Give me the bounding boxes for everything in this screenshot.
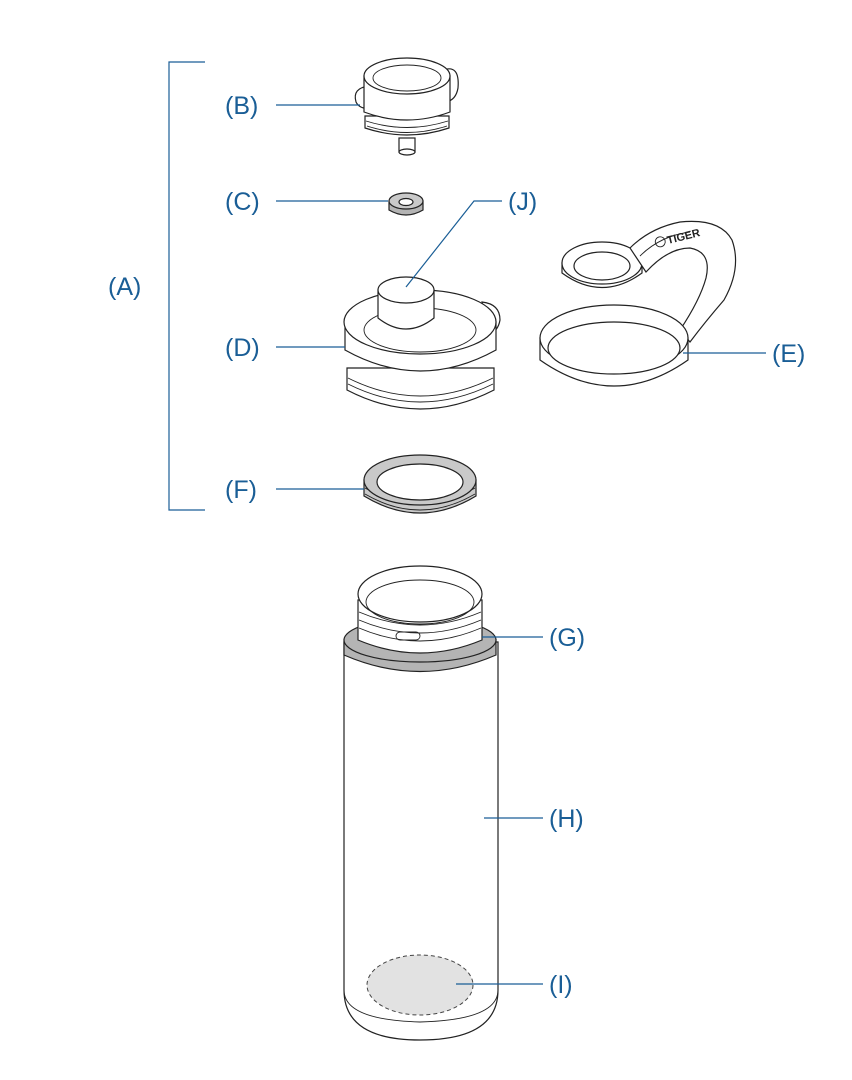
- bottom-disc: [366, 954, 474, 1016]
- lid-part-d: [343, 276, 501, 410]
- label-a: (A): [108, 273, 141, 301]
- gasket-part-c: [388, 192, 424, 216]
- label-b: (B): [225, 92, 258, 120]
- label-f: (F): [225, 476, 257, 504]
- cap-part-b: [354, 57, 459, 156]
- assembly-bracket: [168, 61, 205, 511]
- bottle-body: [343, 565, 499, 1041]
- label-d: (D): [225, 334, 260, 362]
- handle-part-e: TIGER: [539, 220, 737, 387]
- label-g: (G): [549, 624, 585, 652]
- leader-j: [405, 200, 502, 288]
- ring-part-f: [363, 454, 477, 514]
- label-j: (J): [508, 188, 537, 216]
- label-i: (I): [549, 971, 573, 999]
- label-h: (H): [549, 805, 584, 833]
- label-e: (E): [772, 340, 805, 368]
- label-c: (C): [225, 188, 260, 216]
